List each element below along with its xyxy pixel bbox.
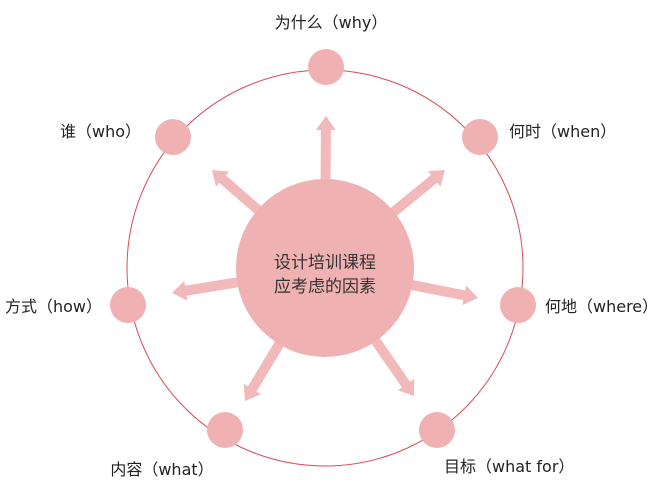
center-text-line1: 设计培训课程 — [274, 253, 376, 273]
node-what-label: 内容（what） — [110, 460, 213, 479]
node-who-label: 谁（who） — [60, 122, 141, 141]
node-when-circle — [462, 119, 498, 155]
node-why-circle — [308, 49, 344, 85]
node-where-label: 何地（where） — [545, 297, 658, 316]
center-circle — [236, 179, 414, 357]
node-what-for-label: 目标（what for） — [444, 457, 574, 476]
node-where-circle — [500, 287, 536, 323]
node-when-label: 何时（when） — [509, 122, 616, 141]
node-how-label: 方式（how） — [5, 297, 102, 316]
node-what-for-circle — [419, 412, 455, 448]
node-how-circle — [110, 287, 146, 323]
center-text-line2: 应考虑的因素 — [274, 277, 376, 297]
node-who-circle — [155, 119, 191, 155]
node-what-circle — [207, 412, 243, 448]
node-why-label: 为什么（why） — [275, 13, 388, 32]
